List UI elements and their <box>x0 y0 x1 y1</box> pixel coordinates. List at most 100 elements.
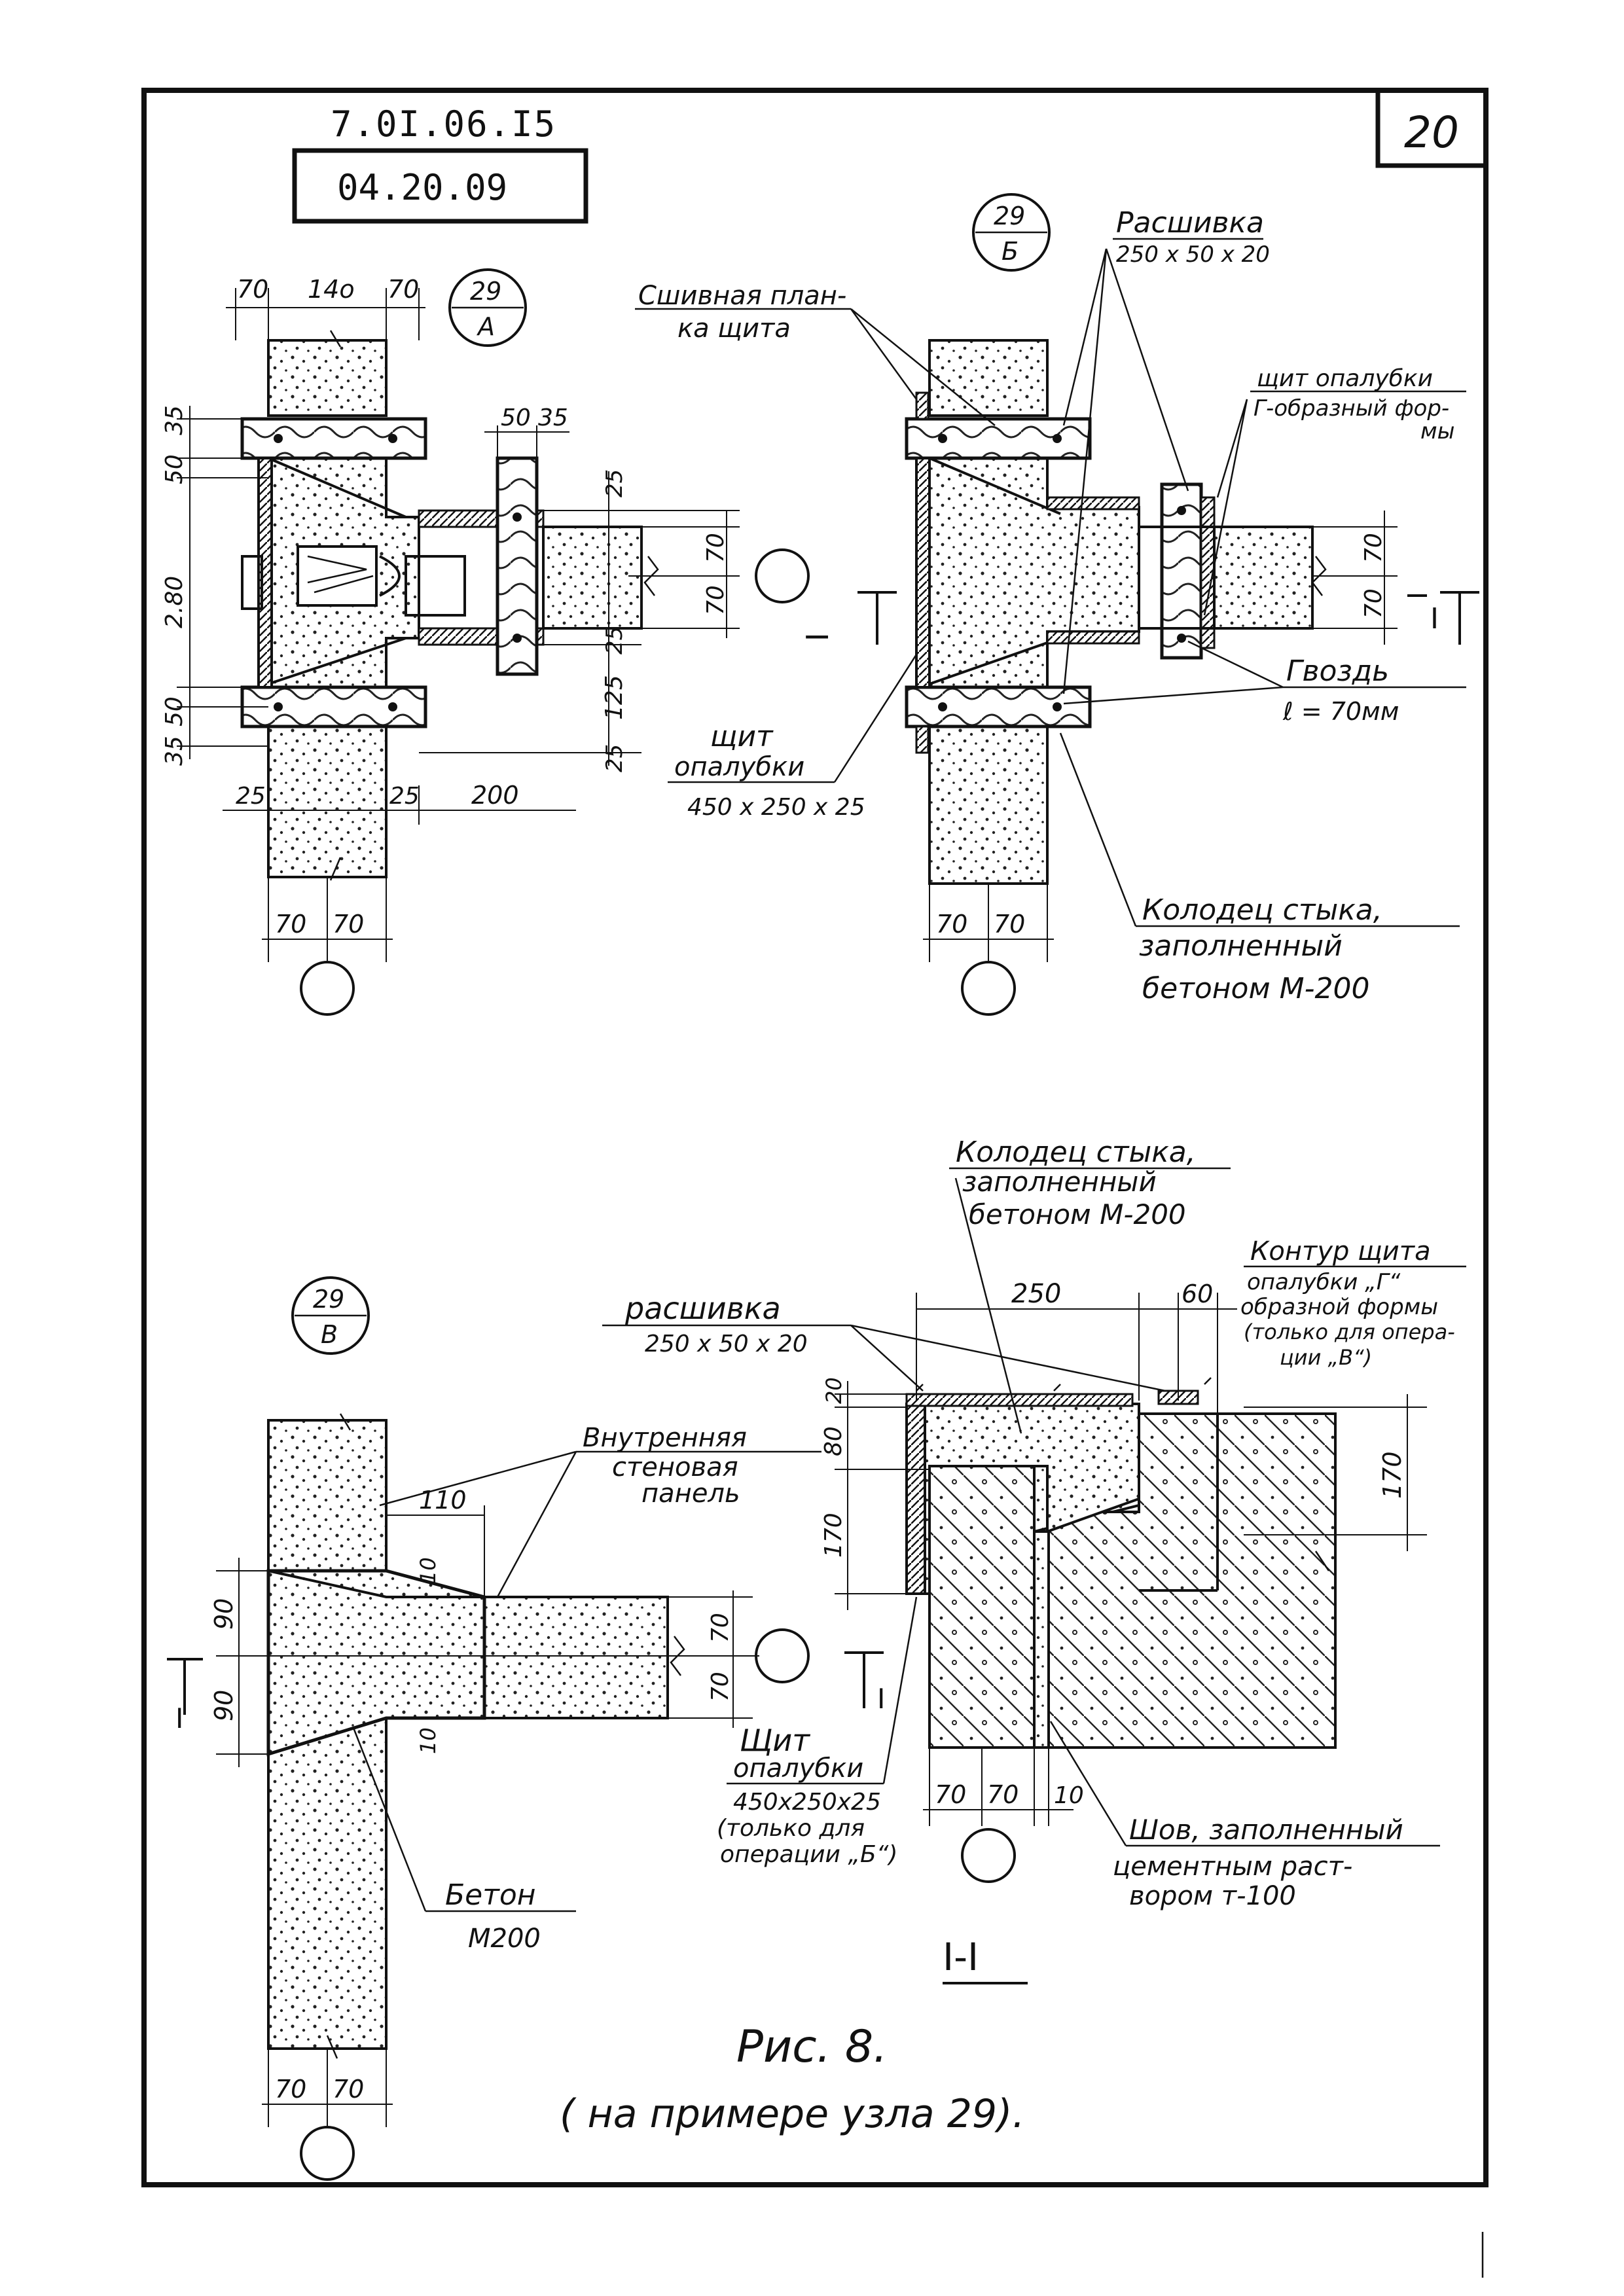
node-b-axis-marker <box>961 961 1016 1016</box>
doc-code: 7.0I.06.I5 <box>331 103 556 145</box>
node-b-sshivnaya-label: Сшивная план- <box>638 281 846 311</box>
svg-text:опалубки: опалубки <box>733 1753 863 1784</box>
svg-text:ции „В“): ции „В“) <box>1280 1345 1372 1370</box>
sub-code-box <box>292 148 588 224</box>
node-b: 70 70 I 70 70 29 Б Расшивка 250 x 50 x 2… <box>635 193 1479 1016</box>
svg-text:I: I <box>800 632 835 641</box>
svg-text:29: 29 <box>470 277 501 306</box>
node-a-top-plank <box>240 417 427 460</box>
node-b-shchit-label: щит опалубки <box>1257 365 1433 392</box>
svg-text:250 x 50 x 20: 250 x 50 x 20 <box>645 1331 808 1357</box>
node-b-upper-panel <box>928 339 1049 417</box>
svg-text:стеновая: стеновая <box>612 1452 738 1482</box>
svg-text:панель: панель <box>641 1479 740 1509</box>
node-v-beton-label: Бетон <box>445 1878 536 1912</box>
svg-text:170: 170 <box>1378 1451 1407 1499</box>
section-ii-rasshivka-label: расшивка <box>624 1291 781 1326</box>
svg-text:35: 35 <box>161 736 188 766</box>
svg-text:70: 70 <box>275 2075 306 2104</box>
svg-text:250 x 50 x 20: 250 x 50 x 20 <box>1116 242 1270 268</box>
svg-text:I: I <box>175 1702 183 1734</box>
svg-text:70: 70 <box>237 275 268 304</box>
node-a-axis-marker <box>300 961 355 1016</box>
svg-text:70: 70 <box>1360 588 1387 619</box>
svg-text:70: 70 <box>1360 533 1387 563</box>
svg-text:70: 70 <box>388 275 419 304</box>
svg-text:опалубки: опалубки <box>674 752 804 782</box>
node-b-gvozd-label: Гвоздь <box>1286 655 1389 688</box>
svg-text:мы: мы <box>1420 418 1455 444</box>
svg-text:В: В <box>321 1320 338 1349</box>
section-ii-title: I-I <box>943 1935 979 1979</box>
svg-text:25: 25 <box>602 744 628 772</box>
svg-text:450x250x25: 450x250x25 <box>733 1789 881 1816</box>
svg-text:цементным раст-: цементным раст- <box>1113 1852 1352 1882</box>
section-ii-left-panel <box>928 1465 1036 1749</box>
svg-text:25: 25 <box>389 783 420 810</box>
page-number-box <box>1375 88 1489 168</box>
svg-text:70: 70 <box>936 910 967 939</box>
svg-text:60: 60 <box>1182 1280 1213 1308</box>
svg-text:ℓ = 70мм: ℓ = 70мм <box>1282 697 1399 726</box>
svg-text:25: 25 <box>236 783 266 810</box>
svg-text:35: 35 <box>161 405 188 435</box>
node-b-lower-panel <box>928 725 1049 885</box>
svg-text:25: 25 <box>602 626 628 655</box>
svg-text:заполненный: заполненный <box>962 1166 1157 1198</box>
svg-text:70: 70 <box>707 1613 734 1643</box>
svg-text:70: 70 <box>702 533 729 563</box>
section-ii-kontur-label: Контур щита <box>1250 1236 1431 1266</box>
section-ii-formwork-board <box>905 1403 926 1595</box>
svg-text:10: 10 <box>416 1727 441 1754</box>
caption-subtitle: ( на примере узла 29). <box>560 2091 1025 2137</box>
node-v: 90 90 110 10 10 70 70 I I 70 70 29 В Вну… <box>167 1276 885 2181</box>
node-b-joint-concrete <box>928 457 1140 689</box>
node-a-bottom-plank <box>240 685 427 728</box>
svg-text:90: 90 <box>209 1598 238 1630</box>
svg-text:опалубки „Г“: опалубки „Г“ <box>1247 1269 1401 1295</box>
svg-text:250: 250 <box>1011 1279 1061 1309</box>
section-ii-mortar-seam <box>1033 1530 1050 1749</box>
svg-text:(только для опера-: (только для опера- <box>1244 1319 1455 1344</box>
svg-text:25: 25 <box>602 469 628 497</box>
svg-text:70: 70 <box>987 1780 1019 1809</box>
node-b-kolodec-label: Колодец стыка, <box>1142 893 1382 927</box>
svg-text:80: 80 <box>820 1426 847 1456</box>
svg-text:операции „Б“): операции „Б“) <box>720 1841 897 1868</box>
svg-text:70: 70 <box>707 1672 734 1702</box>
svg-text:I: I <box>1430 602 1439 636</box>
svg-text:(только для: (только для <box>717 1815 865 1842</box>
svg-text:29: 29 <box>313 1285 344 1314</box>
svg-text:70: 70 <box>333 910 364 939</box>
svg-text:50: 50 <box>161 454 188 484</box>
section-ii-shchit-label: Щит <box>740 1723 810 1758</box>
node-a-callout <box>448 268 527 347</box>
section-mark-upper: I <box>800 591 897 645</box>
node-a-rib-axis-marker <box>755 548 810 603</box>
svg-text:I: I <box>877 1683 885 1715</box>
svg-text:заполненный: заполненный <box>1139 929 1343 963</box>
svg-text:125: 125 <box>601 675 628 720</box>
svg-text:Г-образный фор-: Г-образный фор- <box>1254 395 1449 422</box>
node-a-lower-panel <box>267 725 388 878</box>
svg-text:бетоном М-200: бетоном М-200 <box>969 1198 1186 1230</box>
node-v-panel-label: Внутренняя <box>583 1423 747 1453</box>
node-v-rib-axis-marker <box>755 1628 810 1683</box>
svg-text:70: 70 <box>935 1780 966 1809</box>
svg-text:ка щита: ка щита <box>677 314 791 344</box>
node-a: 70 14o 70 50 35 2.80 50 35 50 35 25 70 7… <box>161 268 810 1016</box>
svg-text:20: 20 <box>821 1377 846 1404</box>
section-ii-axis-marker <box>961 1828 1016 1883</box>
svg-text:70: 70 <box>275 910 306 939</box>
section-ii-kolodec-label: Колодец стыка, <box>956 1136 1196 1169</box>
svg-text:вором т-100: вором т-100 <box>1129 1881 1296 1911</box>
svg-text:110: 110 <box>419 1486 467 1515</box>
svg-text:10: 10 <box>416 1557 441 1584</box>
svg-text:170: 170 <box>820 1513 847 1558</box>
svg-text:образной формы: образной формы <box>1240 1294 1438 1320</box>
svg-text:A: A <box>476 312 495 341</box>
node-a-upper-panel <box>267 339 388 417</box>
svg-text:50: 50 <box>501 404 531 431</box>
svg-text:Б: Б <box>1001 237 1019 266</box>
section-ii: 250 60 20 80 170 170 70 70 10 I-I Колоде… <box>602 1136 1466 1984</box>
